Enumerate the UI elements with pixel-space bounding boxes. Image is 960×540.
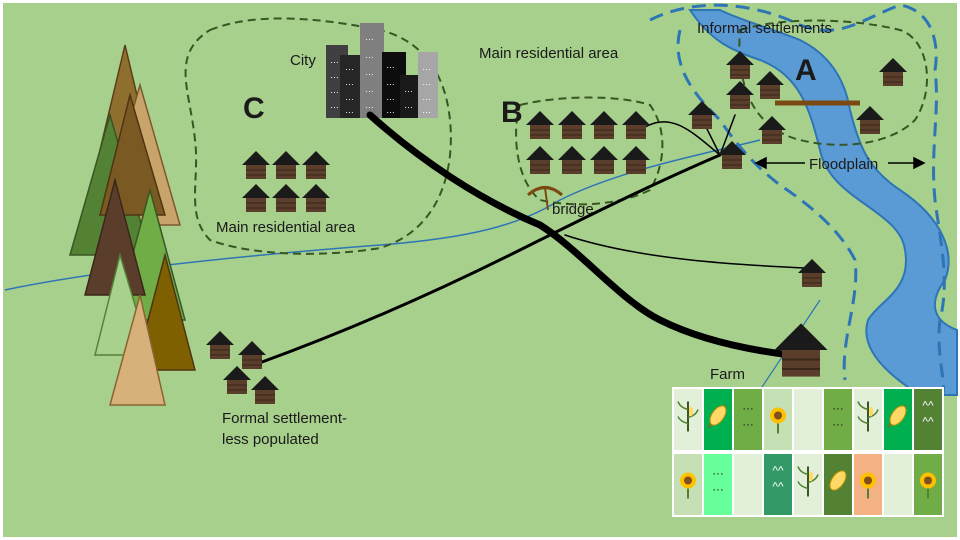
svg-text:…: …: [365, 84, 374, 94]
dots-mark: …: [832, 415, 844, 429]
zone-a-label: A: [795, 54, 817, 87]
svg-text:…: …: [365, 100, 374, 110]
carets-mark: ^^: [772, 464, 784, 478]
farm-fields: … … … … ^^ ^^ … … ^^ ^^: [672, 387, 944, 517]
city-buildings: … … … … … … … … … … … … … … … … … … … … … … …: [326, 23, 438, 118]
bridge-arc: [527, 186, 563, 197]
svg-text:…: …: [386, 77, 395, 87]
forest: [69, 44, 196, 406]
informal-settlements-label: Informal settlements: [697, 20, 833, 37]
svg-text:…: …: [386, 60, 395, 70]
svg-text:…: …: [422, 62, 431, 72]
svg-text:…: …: [386, 92, 395, 102]
dots-mark: …: [742, 399, 754, 413]
svg-text:…: …: [404, 84, 413, 94]
floodplain-arrow: [754, 156, 926, 170]
svg-text:…: …: [345, 92, 354, 102]
farm-plot: [912, 387, 944, 452]
svg-text:…: …: [365, 50, 374, 60]
main-residential-top-label: Main residential area: [479, 45, 619, 62]
farm-plot: [882, 452, 914, 517]
svg-text:…: …: [345, 77, 354, 87]
svg-text:…: …: [386, 105, 395, 115]
carets-mark: ^^: [922, 415, 934, 429]
formal-settlement-label-line2: less populated: [222, 431, 319, 448]
svg-text:…: …: [345, 62, 354, 72]
svg-text:…: …: [345, 105, 354, 115]
floodplain-boundary-outer: [649, 3, 946, 402]
zone-a-boundary: [738, 19, 928, 146]
svg-text:…: …: [422, 77, 431, 87]
zone-b-label: B: [501, 96, 523, 129]
dots-mark: …: [832, 399, 844, 413]
dots-mark: …: [712, 464, 724, 478]
formal-settlement-label-line1: Formal settlement-: [222, 410, 348, 427]
svg-text:…: …: [330, 55, 339, 65]
svg-text:…: …: [365, 67, 374, 77]
svg-text:…: …: [365, 32, 374, 42]
floodplain-boundary-inner: [676, 29, 858, 381]
svg-text:…: …: [422, 105, 431, 115]
farm-plot: [762, 387, 794, 452]
zone-c-label: C: [243, 92, 265, 125]
carets-mark: ^^: [922, 399, 934, 413]
farm-plot: [732, 452, 764, 517]
floodplain-label: Floodplain: [809, 156, 879, 173]
city-label: City: [290, 52, 316, 69]
bridge-arc-post: [544, 187, 549, 211]
main-residential-left-label: Main residential area: [216, 219, 356, 236]
svg-text:…: …: [330, 85, 339, 95]
bridge-label: bridge: [552, 201, 594, 218]
carets-mark: ^^: [772, 480, 784, 494]
svg-text:…: …: [330, 70, 339, 80]
farm-plot: [792, 387, 824, 452]
svg-text:…: …: [422, 92, 431, 102]
dots-mark: …: [742, 415, 754, 429]
svg-text:…: …: [404, 100, 413, 110]
farm-label: Farm: [710, 366, 745, 383]
svg-text:…: …: [330, 100, 339, 110]
farm-plot: [702, 452, 734, 517]
dots-mark: …: [712, 480, 724, 494]
